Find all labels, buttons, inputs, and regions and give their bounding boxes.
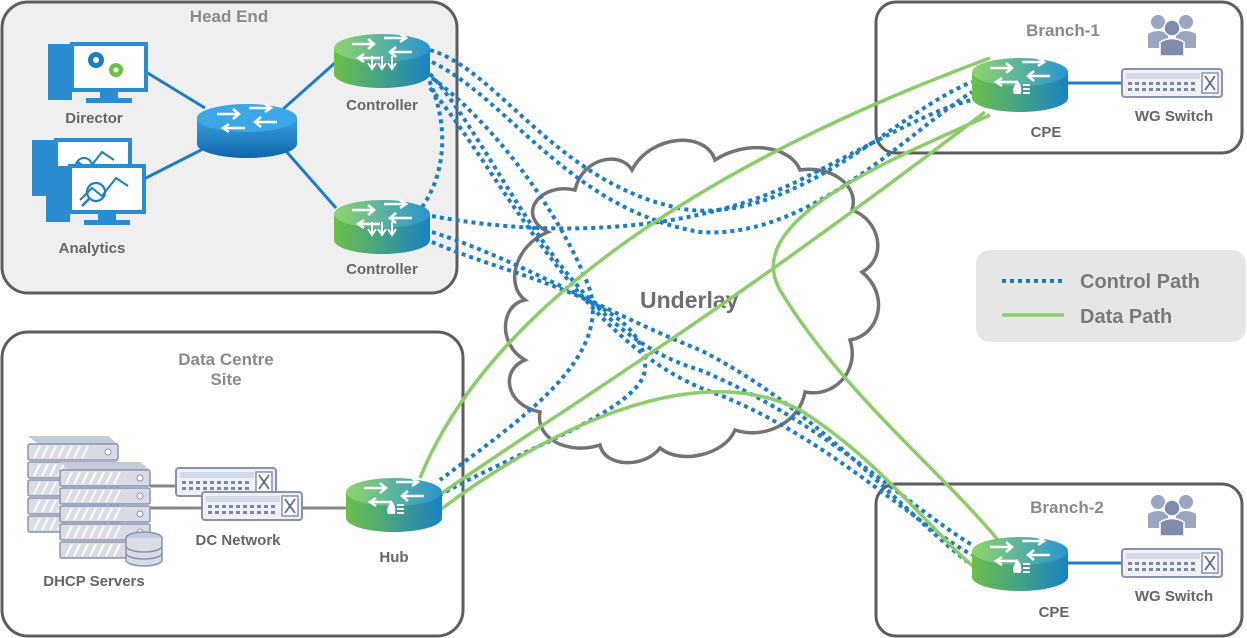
hub-label: Hub [379,549,408,566]
dc-network-label: DC Network [195,532,281,549]
cpe-router-icon [970,56,1070,114]
legend-control-label: Control Path [1080,271,1200,293]
control-path [431,230,974,567]
director-label: Director [65,110,123,127]
legend-data-label: Data Path [1080,306,1172,328]
branch-2-title: Branch-2 [1030,498,1104,517]
controller-router-icon [332,32,432,90]
control-path [428,86,973,557]
control-path [431,60,974,235]
wg-switch-icon [1121,548,1223,578]
analytics-label: Analytics [59,240,126,257]
underlay-label: Underlay [640,287,739,313]
control-path [428,72,974,547]
cpe-router-icon [970,535,1070,593]
cpe-label: CPE [1039,604,1070,621]
cpe-label: CPE [1031,124,1062,141]
data-path [438,390,977,570]
control-path [431,98,973,231]
controller-label: Controller [346,97,418,114]
dc-switch-icon [201,491,303,521]
controller2-link [283,149,338,209]
controller-label: Controller [346,261,418,278]
hub-router-icon [344,476,444,534]
data-paths [418,56,1000,570]
controller1-link [281,60,337,112]
legend-box [976,250,1246,342]
branch-1-title: Branch-1 [1026,21,1100,40]
core-router-icon [195,102,299,160]
wg-switch-label: WG Switch [1135,588,1213,605]
wg-switch-icon [1121,68,1223,98]
analytics-link [141,146,206,182]
control-path [416,58,445,212]
director-computer-icon [48,42,148,103]
control-path [430,76,595,482]
dhcp-servers-label: DHCP Servers [43,573,144,590]
data-path [418,56,991,479]
data-path [430,110,987,502]
database-icon [125,531,163,567]
head-end-title: Head End [190,7,268,26]
control-path [429,48,973,213]
data-centre-title-line1: Data Centre [178,350,273,369]
underlay-cloud [503,138,881,465]
data-centre-title-line2: Site [210,370,241,389]
controller-router-icon [332,198,432,256]
analytics-computer-icon [46,164,146,225]
data-path [771,113,1000,542]
director-link [145,70,206,110]
wg-switch-label: WG Switch [1135,108,1213,125]
